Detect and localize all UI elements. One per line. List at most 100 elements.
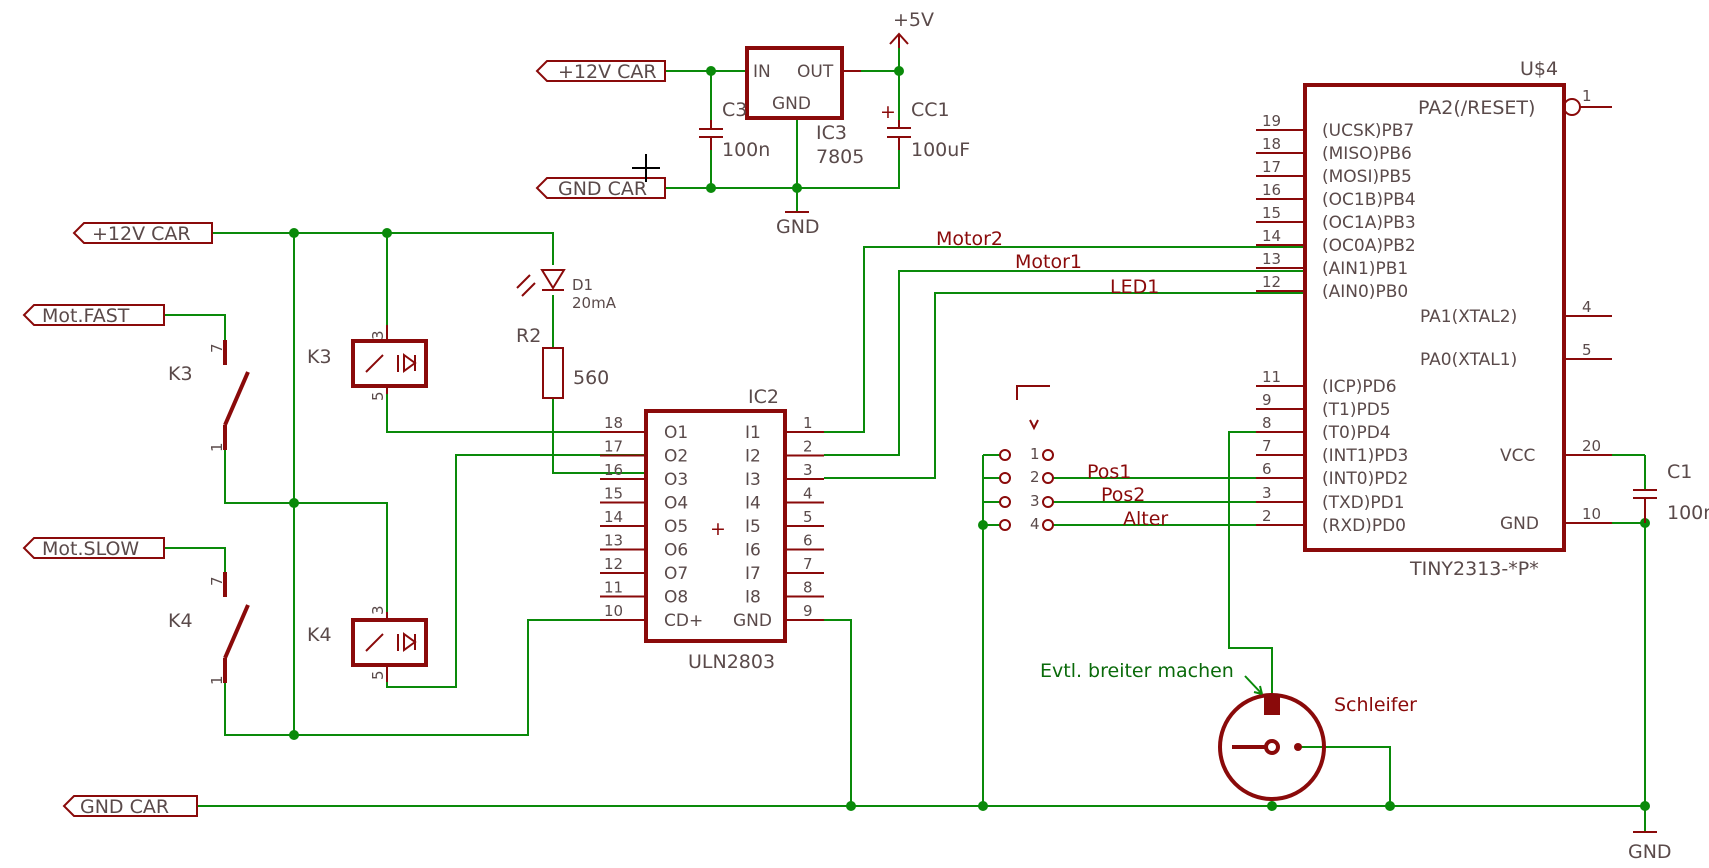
- mcu-pin-number: 7: [1262, 437, 1272, 455]
- resistor-r2: R2 560: [516, 325, 609, 399]
- regulator-ic3: IN OUT GND IC3 7805: [745, 46, 864, 168]
- connector-pad: [999, 449, 1011, 461]
- mcu-pin-number: 2: [1262, 507, 1272, 525]
- svg-text:3: 3: [369, 330, 387, 340]
- mcu-pin-name: GND: [1500, 514, 1539, 534]
- attiny2313-u4: U$4 TINY2313-*P* PA2(/RESET) 1 19(UCSK)P…: [1256, 58, 1612, 580]
- mcu-pin-name: (RXD)PD0: [1322, 516, 1406, 536]
- uln-pin-number: 14: [604, 508, 623, 526]
- svg-text:GND: GND: [776, 216, 820, 238]
- mcu-pin-number: 13: [1262, 250, 1281, 268]
- mcu-pin-number: 15: [1262, 204, 1281, 222]
- mcu-pin-name: (MOSI)PB5: [1322, 167, 1412, 187]
- uln-pin-number: 17: [604, 438, 623, 456]
- svg-text:K4: K4: [168, 610, 193, 632]
- uln-pin-name: I8: [745, 588, 761, 608]
- uln-pin-number: 9: [803, 602, 813, 620]
- mcu-pin-name: (UCSK)PB7: [1322, 121, 1414, 141]
- uln-pin-number: 1: [803, 414, 813, 432]
- connector-pin-number: 1: [1030, 445, 1040, 463]
- svg-text:D1: D1: [572, 276, 593, 294]
- uln-pin-number: 18: [604, 414, 623, 432]
- svg-text:100n: 100n: [722, 139, 770, 161]
- svg-text:100uF: 100uF: [911, 139, 970, 161]
- svg-text:3: 3: [369, 605, 387, 615]
- svg-text:7805: 7805: [816, 146, 864, 168]
- vcc-5v-symbol: +5V: [889, 9, 934, 48]
- uln-pin-name: O8: [664, 588, 688, 608]
- connector-pad: [1042, 519, 1054, 531]
- gnd-reg-symbol: GND: [776, 211, 820, 238]
- svg-text:Evtl. breiter machen: Evtl. breiter machen: [1040, 660, 1234, 682]
- uln-pin-number: 4: [803, 485, 813, 503]
- gnd-right-symbol: GND: [1628, 831, 1672, 863]
- mcu-pin-name: (MISO)PB6: [1322, 144, 1412, 164]
- svg-text:PA2(/RESET): PA2(/RESET): [1418, 97, 1535, 119]
- svg-text:IC2: IC2: [748, 386, 779, 408]
- mcu-pin-name: PA0(XTAL1): [1420, 350, 1517, 370]
- uln-pin-number: 7: [803, 555, 813, 573]
- mcu-pin-number: 5: [1582, 341, 1592, 359]
- flag-mot-fast: Mot.FAST: [22, 304, 165, 327]
- switch-k4: 7 1 K4: [168, 572, 250, 685]
- svg-text:7: 7: [208, 576, 226, 586]
- mcu-pin-number: 10: [1582, 505, 1601, 523]
- mcu-pin-number: 9: [1262, 391, 1272, 409]
- uln-pin-number: 10: [604, 602, 623, 620]
- connector-pin-number: 3: [1030, 492, 1040, 510]
- svg-text:R2: R2: [516, 325, 541, 347]
- mcu-pin-name: (OC0A)PB2: [1322, 236, 1416, 256]
- svg-text:1: 1: [1582, 87, 1592, 105]
- uln-pin-name: I1: [745, 423, 761, 443]
- svg-text:Pos1: Pos1: [1087, 461, 1131, 483]
- mcu-pin-name: (OC1A)PB3: [1322, 213, 1416, 233]
- svg-text:K3: K3: [307, 346, 332, 368]
- mcu-pin-number: 20: [1582, 437, 1601, 455]
- uln-pin-number: 6: [803, 532, 813, 550]
- uln-pin-name: O7: [664, 564, 688, 584]
- flag-p12-left: +12V CAR: [72, 222, 213, 245]
- flag-p12-top: +12V CAR: [535, 60, 666, 83]
- mcu-pin-number: 3: [1262, 484, 1272, 502]
- led-d1: D1 20mA: [516, 269, 617, 312]
- schleifer-potentiometer: Evtl. breiter machen Schleifer: [1040, 660, 1417, 801]
- svg-text:CC1: CC1: [911, 99, 950, 121]
- uln-pin-number: 5: [803, 508, 813, 526]
- relay-k3: 3 5 K3: [307, 325, 428, 401]
- svg-text:GND: GND: [1628, 841, 1672, 863]
- crosshair-cursor-icon: [632, 154, 660, 182]
- uln-pin-number: 11: [604, 579, 623, 597]
- svg-text:+: +: [710, 518, 726, 540]
- svg-text:TINY2313-*P*: TINY2313-*P*: [1409, 558, 1539, 580]
- svg-text:Alter: Alter: [1123, 508, 1168, 530]
- mcu-pin-name: (AIN1)PB1: [1322, 259, 1408, 279]
- mcu-pin-name: (ICP)PD6: [1322, 377, 1397, 397]
- mcu-pin-name: (INT1)PD3: [1322, 446, 1408, 466]
- svg-text:ULN2803: ULN2803: [688, 651, 775, 673]
- svg-text:C1: C1: [1667, 461, 1692, 483]
- svg-text:K3: K3: [168, 363, 193, 385]
- uln-pin-name: I2: [745, 447, 761, 467]
- mcu-pin-name: (AIN0)PB0: [1322, 282, 1408, 302]
- mcu-pin-number: 6: [1262, 460, 1272, 478]
- svg-text:GND CAR: GND CAR: [558, 178, 647, 200]
- mcu-left-pins: 19(UCSK)PB718(MISO)PB617(MOSI)PB516(OC1B…: [1256, 112, 1416, 536]
- connector-pad: [999, 496, 1011, 508]
- uln-pin-name: O1: [664, 423, 688, 443]
- mcu-pin-name: PA1(XTAL2): [1420, 307, 1517, 327]
- svg-text:Mot.FAST: Mot.FAST: [42, 305, 130, 327]
- uln-pin-name: O6: [664, 541, 688, 561]
- uln-pin-number: 2: [803, 438, 813, 456]
- svg-text:Motor2: Motor2: [936, 228, 1003, 250]
- svg-text:Motor1: Motor1: [1015, 251, 1082, 273]
- connector-pad: [1042, 449, 1054, 461]
- svg-text:GND: GND: [772, 94, 811, 114]
- uln-pin-name: I7: [745, 564, 761, 584]
- svg-text:IN: IN: [753, 62, 771, 82]
